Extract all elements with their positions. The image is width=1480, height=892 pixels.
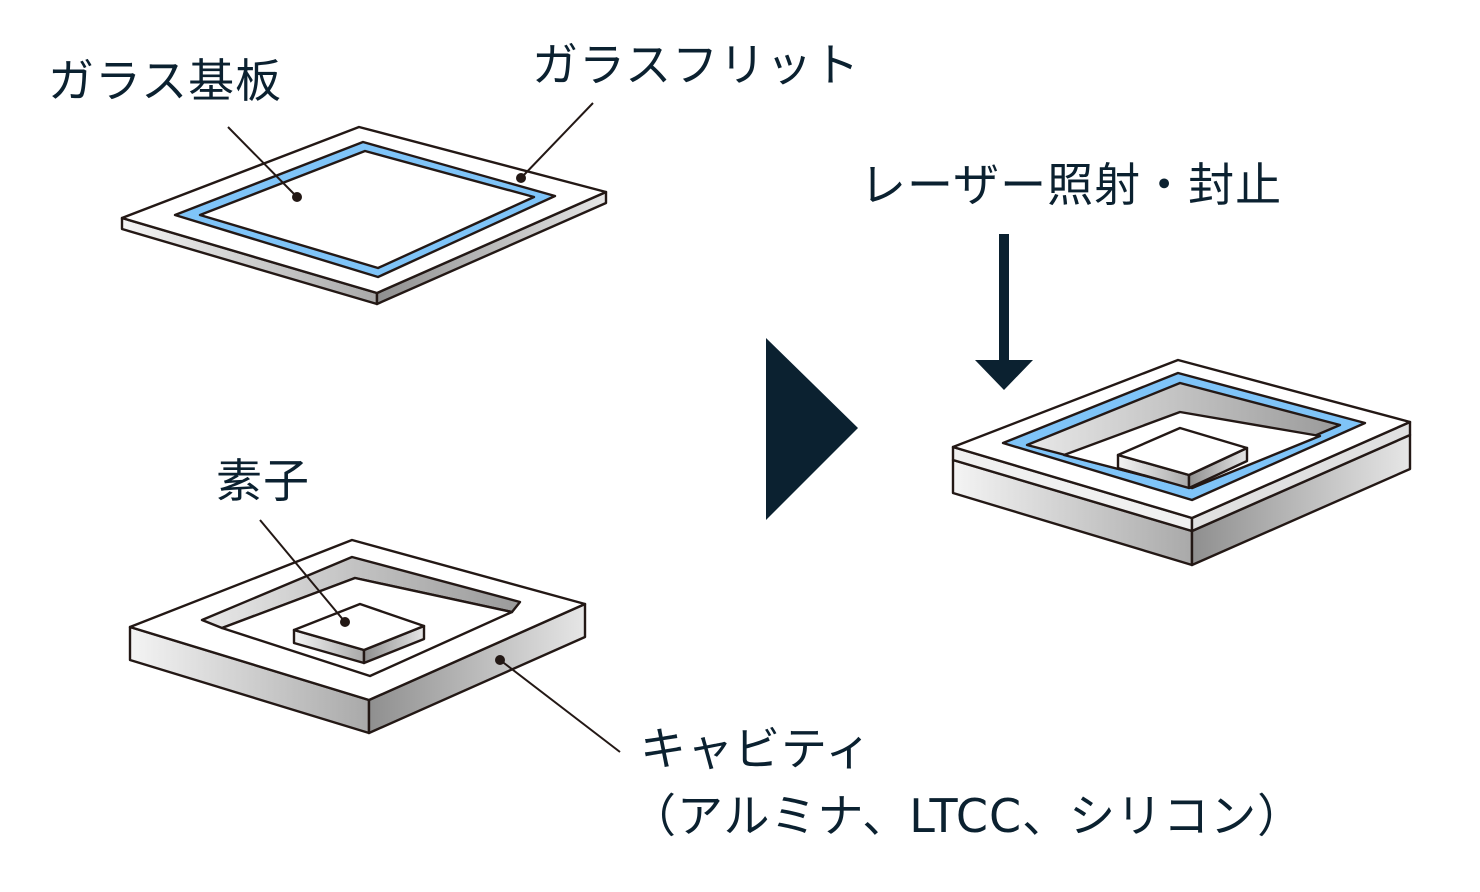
- leader-glass-substrate: [227, 126, 302, 202]
- element-chip: [292, 602, 426, 665]
- label-element: 素子: [216, 454, 310, 508]
- label-cavity: キャビティ: [640, 722, 873, 776]
- glass-substrate: [120, 125, 608, 306]
- cavity: [128, 538, 587, 735]
- laser-arrow-icon: [975, 234, 1033, 390]
- sealed-package: [951, 358, 1412, 567]
- leader-element: [259, 519, 350, 627]
- label-glass-substrate: ガラス基板: [48, 54, 283, 108]
- label-glass-frit: ガラスフリット: [532, 38, 861, 92]
- label-laser-sealing: レーザー照射・封止: [860, 158, 1283, 212]
- process-arrow-icon: [766, 338, 858, 520]
- label-cavity-materials: （アルミナ、LTCC、シリコン）: [630, 789, 1305, 843]
- leader-cavity: [495, 655, 621, 753]
- leader-glass-frit: [516, 102, 594, 183]
